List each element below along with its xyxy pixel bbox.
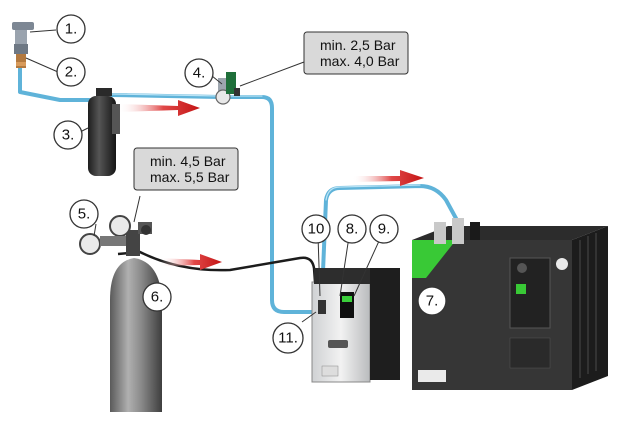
gas-regulator bbox=[79, 215, 152, 255]
label-4: 4. bbox=[184, 58, 214, 88]
svg-text:6.: 6. bbox=[151, 289, 164, 306]
water-filter bbox=[88, 88, 120, 176]
gas-pressure-max: max. 5,5 Bar bbox=[150, 169, 230, 185]
svg-text:11.: 11. bbox=[278, 330, 298, 347]
label-9: 9. bbox=[369, 214, 399, 244]
pump-unit bbox=[311, 268, 400, 383]
svg-text:10: 10 bbox=[308, 221, 325, 238]
svg-text:2.: 2. bbox=[65, 64, 78, 81]
flow-arrow-water bbox=[118, 100, 200, 116]
label-5: 5. bbox=[69, 199, 99, 229]
water-cooler bbox=[412, 218, 608, 390]
label-3: 3. bbox=[53, 120, 83, 150]
water-pressure-max: max. 4,0 Bar bbox=[320, 53, 400, 69]
flow-arrow-gas bbox=[160, 254, 222, 270]
svg-text:1.: 1. bbox=[65, 21, 78, 38]
svg-text:5.: 5. bbox=[78, 206, 91, 223]
svg-text:3.: 3. bbox=[62, 127, 75, 144]
co2-line bbox=[117, 250, 318, 297]
callout-water-pressure: min. 2,5 Bar max. 4,0 Bar bbox=[239, 31, 409, 87]
label-11: 11. bbox=[272, 322, 304, 354]
callout-gas-pressure: min. 4,5 Bar max. 5,5 Bar bbox=[133, 147, 239, 223]
svg-text:8.: 8. bbox=[346, 221, 359, 238]
tap-valve bbox=[12, 22, 34, 68]
label-7: 7. bbox=[417, 286, 447, 316]
water-pressure-min: min. 2,5 Bar bbox=[320, 37, 396, 53]
svg-text:7.: 7. bbox=[426, 293, 439, 310]
pressure-reducer bbox=[215, 72, 240, 105]
gas-pressure-min: min. 4,5 Bar bbox=[150, 153, 226, 169]
label-6: 6. bbox=[142, 282, 172, 312]
svg-text:9.: 9. bbox=[378, 221, 391, 238]
label-2: 2. bbox=[56, 57, 86, 87]
label-8: 8. bbox=[337, 214, 367, 244]
flow-arrow-output bbox=[352, 170, 424, 186]
label-10: 10 bbox=[301, 214, 331, 244]
svg-text:4.: 4. bbox=[193, 65, 206, 82]
label-1: 1. bbox=[56, 14, 86, 44]
